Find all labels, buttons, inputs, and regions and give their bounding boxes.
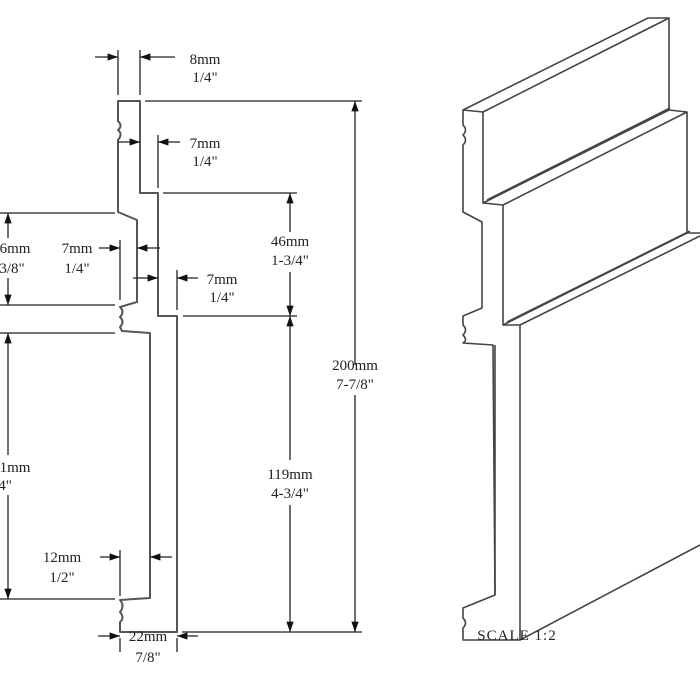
dim-lower-height-mm: 119mm — [267, 467, 313, 483]
dim-lower-step-in: 1/4" — [209, 290, 234, 306]
dim-middle-step-mm: 7mm — [62, 241, 93, 257]
lower-ledge — [503, 232, 700, 326]
dim-total-depth-in: 7/8" — [135, 650, 160, 666]
dim-lower-height-in: 4-3/4" — [271, 486, 309, 502]
dim-base-step-in: 1/2" — [49, 570, 74, 586]
dim-left-lower-in: 4" — [0, 478, 12, 494]
dim-left-upper-mm: 6mm — [0, 241, 31, 257]
dim-top-thickness-mm: 8mm — [190, 52, 221, 68]
dim-left-upper-in: 3/8" — [0, 261, 25, 277]
upper-ledge — [482, 109, 688, 206]
scale-label: SCALE 1:2 — [477, 628, 556, 644]
dim-total-depth-mm: 22mm — [129, 629, 168, 645]
lower-face — [519, 325, 700, 641]
dimension-lines — [4, 53, 359, 640]
dim-upper-step-mm: 7mm — [190, 136, 221, 152]
dim-upper-step-in: 1/4" — [192, 154, 217, 170]
dim-upper-height-in: 1-3/4" — [271, 253, 309, 269]
upper-face — [482, 18, 670, 204]
dim-upper-height-mm: 46mm — [271, 234, 310, 250]
dim-lower-step-mm: 7mm — [207, 272, 238, 288]
dim-top-thickness-in: 1/4" — [192, 70, 217, 86]
dim-total-height-in: 7-7/8" — [336, 377, 374, 393]
profile-section: 8mm 1/4" 7mm 1/4" 7mm 1/4" 7mm 1/4" 46mm… — [0, 50, 378, 666]
profile-outline — [117, 100, 178, 633]
end-profile — [462, 110, 520, 641]
top-surface — [462, 17, 670, 113]
middle-face — [502, 112, 688, 326]
dim-middle-step-in: 1/4" — [64, 261, 89, 277]
isometric-view — [462, 17, 700, 641]
dim-left-lower-mm: 1mm — [0, 460, 31, 476]
dim-total-height-mm: 200mm — [332, 358, 378, 374]
dim-base-step-mm: 12mm — [43, 550, 82, 566]
dimension-labels: 8mm 1/4" 7mm 1/4" 7mm 1/4" 7mm 1/4" 46mm… — [0, 52, 378, 666]
